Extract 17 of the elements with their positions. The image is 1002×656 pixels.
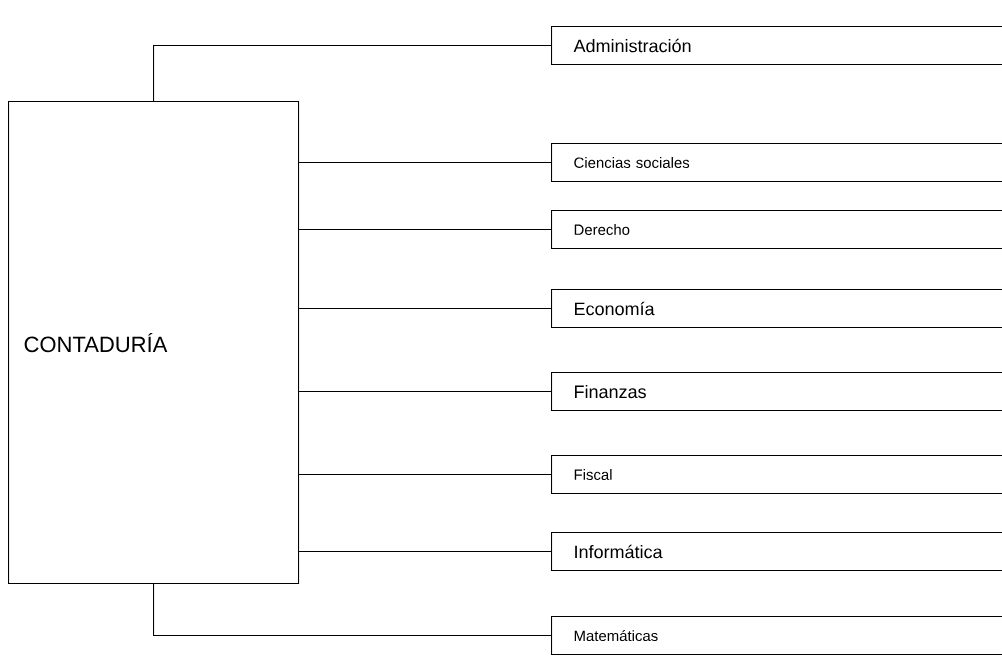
connector-line — [298, 391, 552, 393]
topic-box: Derecho — [551, 210, 1002, 250]
topic-box: Economía — [551, 289, 1002, 329]
connector-line — [153, 45, 552, 102]
main-box: CONTADURÍA — [8, 101, 300, 585]
connector-line — [298, 308, 552, 310]
topic-box: Administración — [551, 26, 1002, 66]
topic-box: Matemáticas — [551, 616, 1002, 656]
connector-line — [298, 551, 552, 553]
connector-line — [298, 229, 552, 231]
topic-box: Ciencias sociales — [551, 143, 1002, 183]
topic-box: Fiscal — [551, 455, 1002, 495]
topic-box: Informática — [551, 532, 1002, 572]
connector-line — [298, 474, 552, 476]
topic-box: Finanzas — [551, 372, 1002, 412]
connector-line — [298, 162, 552, 164]
connector-line — [153, 583, 552, 637]
